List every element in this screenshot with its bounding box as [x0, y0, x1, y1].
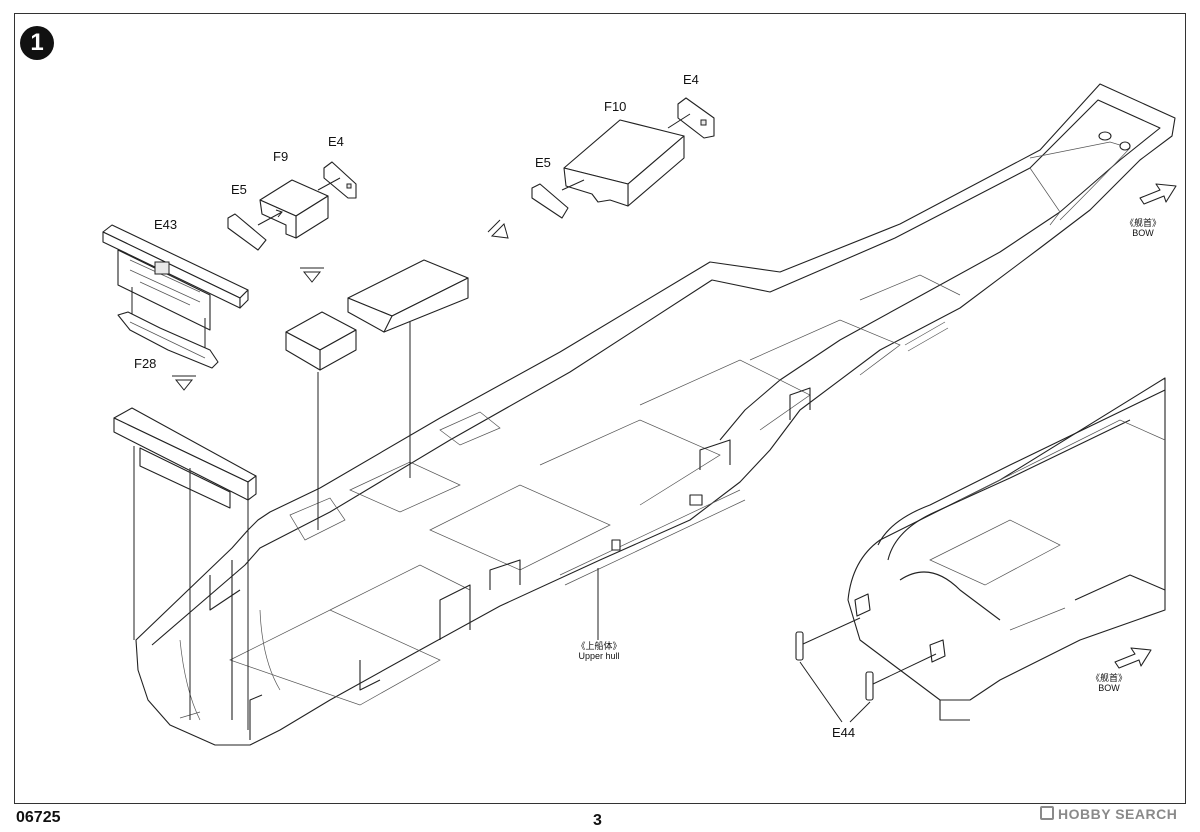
- part-label-e5-left: E5: [231, 182, 247, 197]
- watermark-text: HOBBY SEARCH: [1058, 806, 1178, 822]
- part-e5-right-drawing: [531, 179, 585, 219]
- watermark-logo-icon: [1040, 806, 1054, 820]
- direction-arrow-center: [487, 219, 509, 239]
- bow-arrow-top: [1139, 183, 1177, 205]
- part-label-e4-right: E4: [683, 72, 699, 87]
- direction-arrow-left: [300, 267, 324, 283]
- part-label-e5-right: E5: [535, 155, 551, 170]
- part-e44-drawing: [795, 617, 937, 723]
- sub-assembly-rear-frame: [113, 407, 257, 730]
- part-label-f28: F28: [134, 356, 157, 371]
- page-frame: [14, 13, 1186, 804]
- upper-hull-label-en: Upper hull: [578, 651, 620, 661]
- page-number: 3: [593, 812, 602, 829]
- upper-hull-label-cn: 《上船体》: [576, 641, 622, 651]
- direction-arrow-left-lower: [172, 375, 196, 391]
- part-f28-drawing: [117, 311, 219, 369]
- step-number-badge: 1: [20, 26, 54, 60]
- part-f10-drawing: [563, 119, 685, 207]
- part-label-f9: F9: [273, 149, 289, 164]
- sub-assembly-box-large: [347, 259, 469, 478]
- upper-hull-drawing: [135, 83, 1176, 746]
- part-label-e4-left: E4: [328, 134, 344, 149]
- part-f9-drawing: [259, 179, 329, 239]
- bow-arrow-bottom: [1114, 647, 1152, 669]
- product-code: 06725: [16, 809, 61, 826]
- bow-detail-drawing: [847, 377, 1166, 721]
- part-e43-drawing: [102, 224, 249, 352]
- bow-label-top-cn: 《舰首》: [1124, 218, 1161, 228]
- bow-label-top: 《舰首》 BOW: [1118, 218, 1168, 238]
- part-label-f10: F10: [604, 99, 627, 114]
- part-label-e43: E43: [154, 217, 178, 232]
- sub-assembly-box-small: [285, 311, 357, 530]
- upper-hull-label: 《上船体》 Upper hull: [572, 641, 626, 661]
- part-label-e44: E44: [832, 725, 856, 740]
- part-e4-right-drawing: [667, 97, 715, 139]
- bow-label-bottom: 《舰首》 BOW: [1084, 673, 1134, 693]
- bow-label-top-en: BOW: [1132, 228, 1154, 238]
- part-e4-left-drawing: [317, 161, 357, 199]
- bow-label-bottom-en: BOW: [1098, 683, 1120, 693]
- watermark: HOBBY SEARCH: [1040, 806, 1177, 822]
- part-e5-left-drawing: [227, 209, 283, 251]
- bow-label-bottom-cn: 《舰首》: [1090, 673, 1127, 683]
